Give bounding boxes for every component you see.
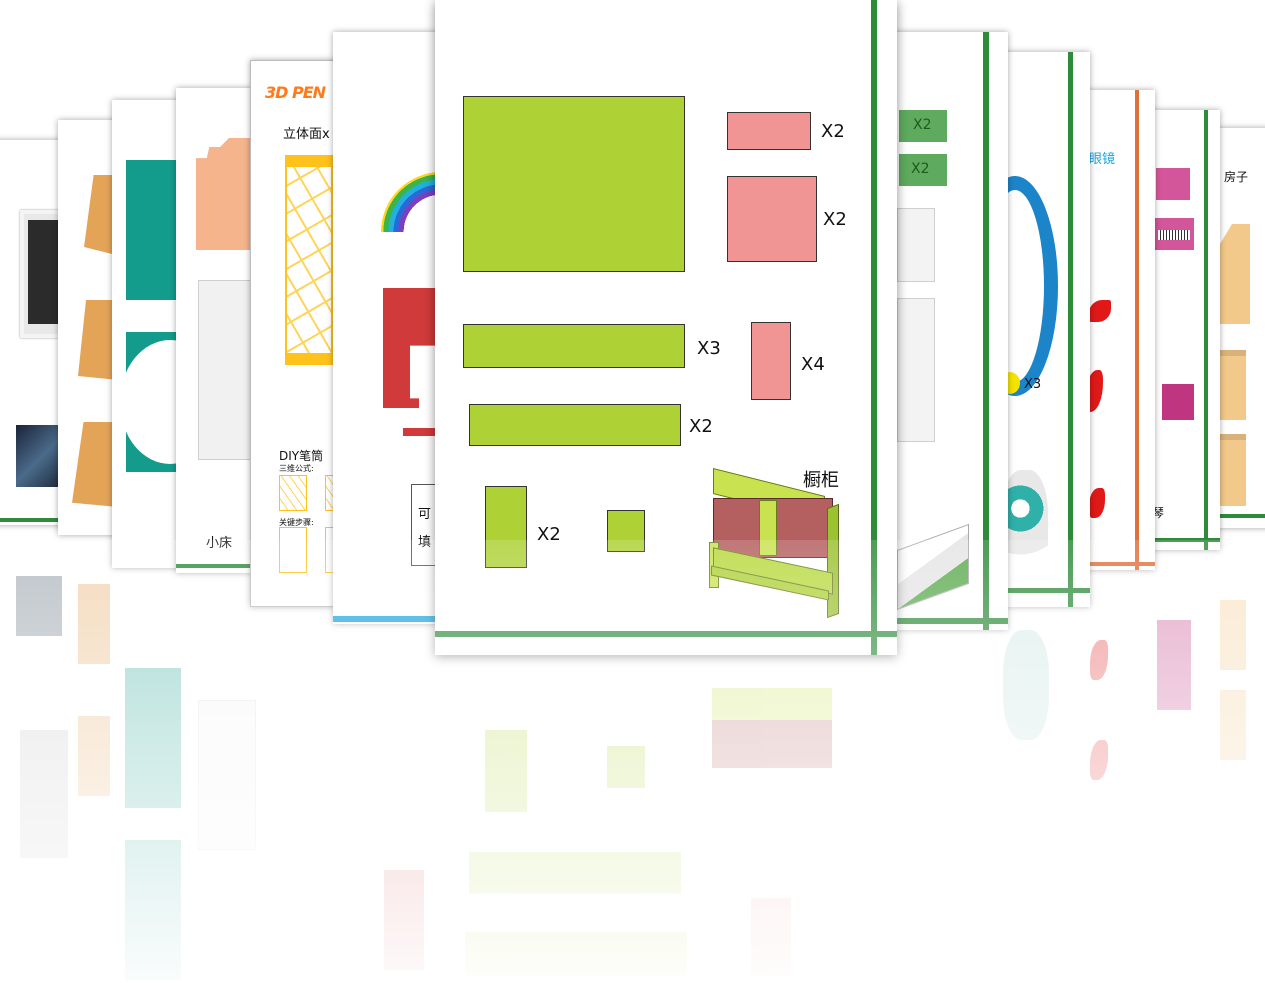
tan-shape-2 (78, 300, 118, 380)
grey-panel-1 (897, 208, 935, 282)
sheet-rainbow[interactable]: 可 填 (333, 32, 443, 624)
piece-back-panel (463, 96, 685, 272)
piece-door-small-qty: X2 (821, 121, 845, 142)
pen-logo: 3D PEN (265, 83, 326, 102)
piece-door-large-qty: X2 (823, 209, 847, 230)
teal-rect (126, 160, 182, 300)
piece-shelf-medium-qty: X2 (689, 416, 713, 437)
piece-side-panel-qty: X2 (537, 524, 561, 545)
house-gable (1220, 224, 1250, 324)
piece-door-small (727, 112, 811, 150)
piano-label: 琴 (1152, 506, 1165, 520)
floor-reflection (0, 540, 1265, 983)
sheet-green[interactable]: X2 X2 (893, 32, 1008, 630)
note-text-1: 可 (418, 507, 432, 522)
orange-rule (1135, 90, 1139, 570)
red-bar (403, 428, 443, 436)
piece-shelf-medium (469, 404, 681, 446)
green-chip-1: X2 (899, 110, 947, 142)
sheet-bed[interactable]: 小床 (176, 88, 256, 573)
fan-wheel-icon (1000, 176, 1058, 396)
grey-panel-2 (897, 298, 935, 442)
fan-qty: X3 (1024, 377, 1042, 392)
teal-arc-panel (120, 332, 182, 472)
piece-shelf-long-qty: X3 (697, 338, 721, 359)
green-chip-2-qty: X2 (911, 161, 930, 177)
sheet-fan[interactable]: X3 (1000, 52, 1090, 607)
glasses-label: 眼镜 (1089, 152, 1116, 167)
pen-thumb-1 (279, 475, 307, 511)
house-wall-2 (1220, 434, 1246, 506)
house-wall-1 (1220, 350, 1246, 420)
pen-sub1: 三维公式: (279, 464, 314, 473)
house-label: 房子 (1224, 170, 1249, 184)
pen-holder-net (285, 155, 333, 365)
piece-door-large (727, 176, 817, 262)
red-petal-1 (1089, 300, 1111, 322)
sheet-pen[interactable]: 3D PEN 立体面x DIY笔筒 三维公式: 关键步骤: (250, 60, 342, 607)
red-frame-shape (383, 288, 443, 408)
sheet-piano[interactable]: 琴 (1150, 110, 1220, 550)
sheet-tan[interactable] (58, 120, 120, 535)
bed-panel (198, 280, 256, 460)
bed-headboard (196, 138, 256, 250)
piece-divider-pink (751, 322, 791, 400)
piece-divider-pink-qty: X4 (801, 354, 825, 375)
piano-keys (1154, 218, 1194, 250)
sheet-glasses[interactable]: 眼镜 (1085, 90, 1155, 570)
pen-sub2: 关键步骤: (279, 518, 314, 527)
rainbow-icon (381, 172, 443, 232)
green-chip-2: X2 (899, 154, 947, 186)
pen-section: DIY笔筒 (279, 449, 324, 463)
cabinet-title: 橱柜 (803, 470, 839, 491)
green-chip-1-qty: X2 (913, 117, 932, 133)
pen-heading: 立体面x (283, 127, 330, 142)
piano-icon (1162, 384, 1194, 468)
pink-block (1156, 168, 1190, 200)
piece-shelf-long (463, 324, 685, 368)
red-petal-3 (1089, 488, 1105, 518)
sheet-teal[interactable] (112, 100, 182, 568)
